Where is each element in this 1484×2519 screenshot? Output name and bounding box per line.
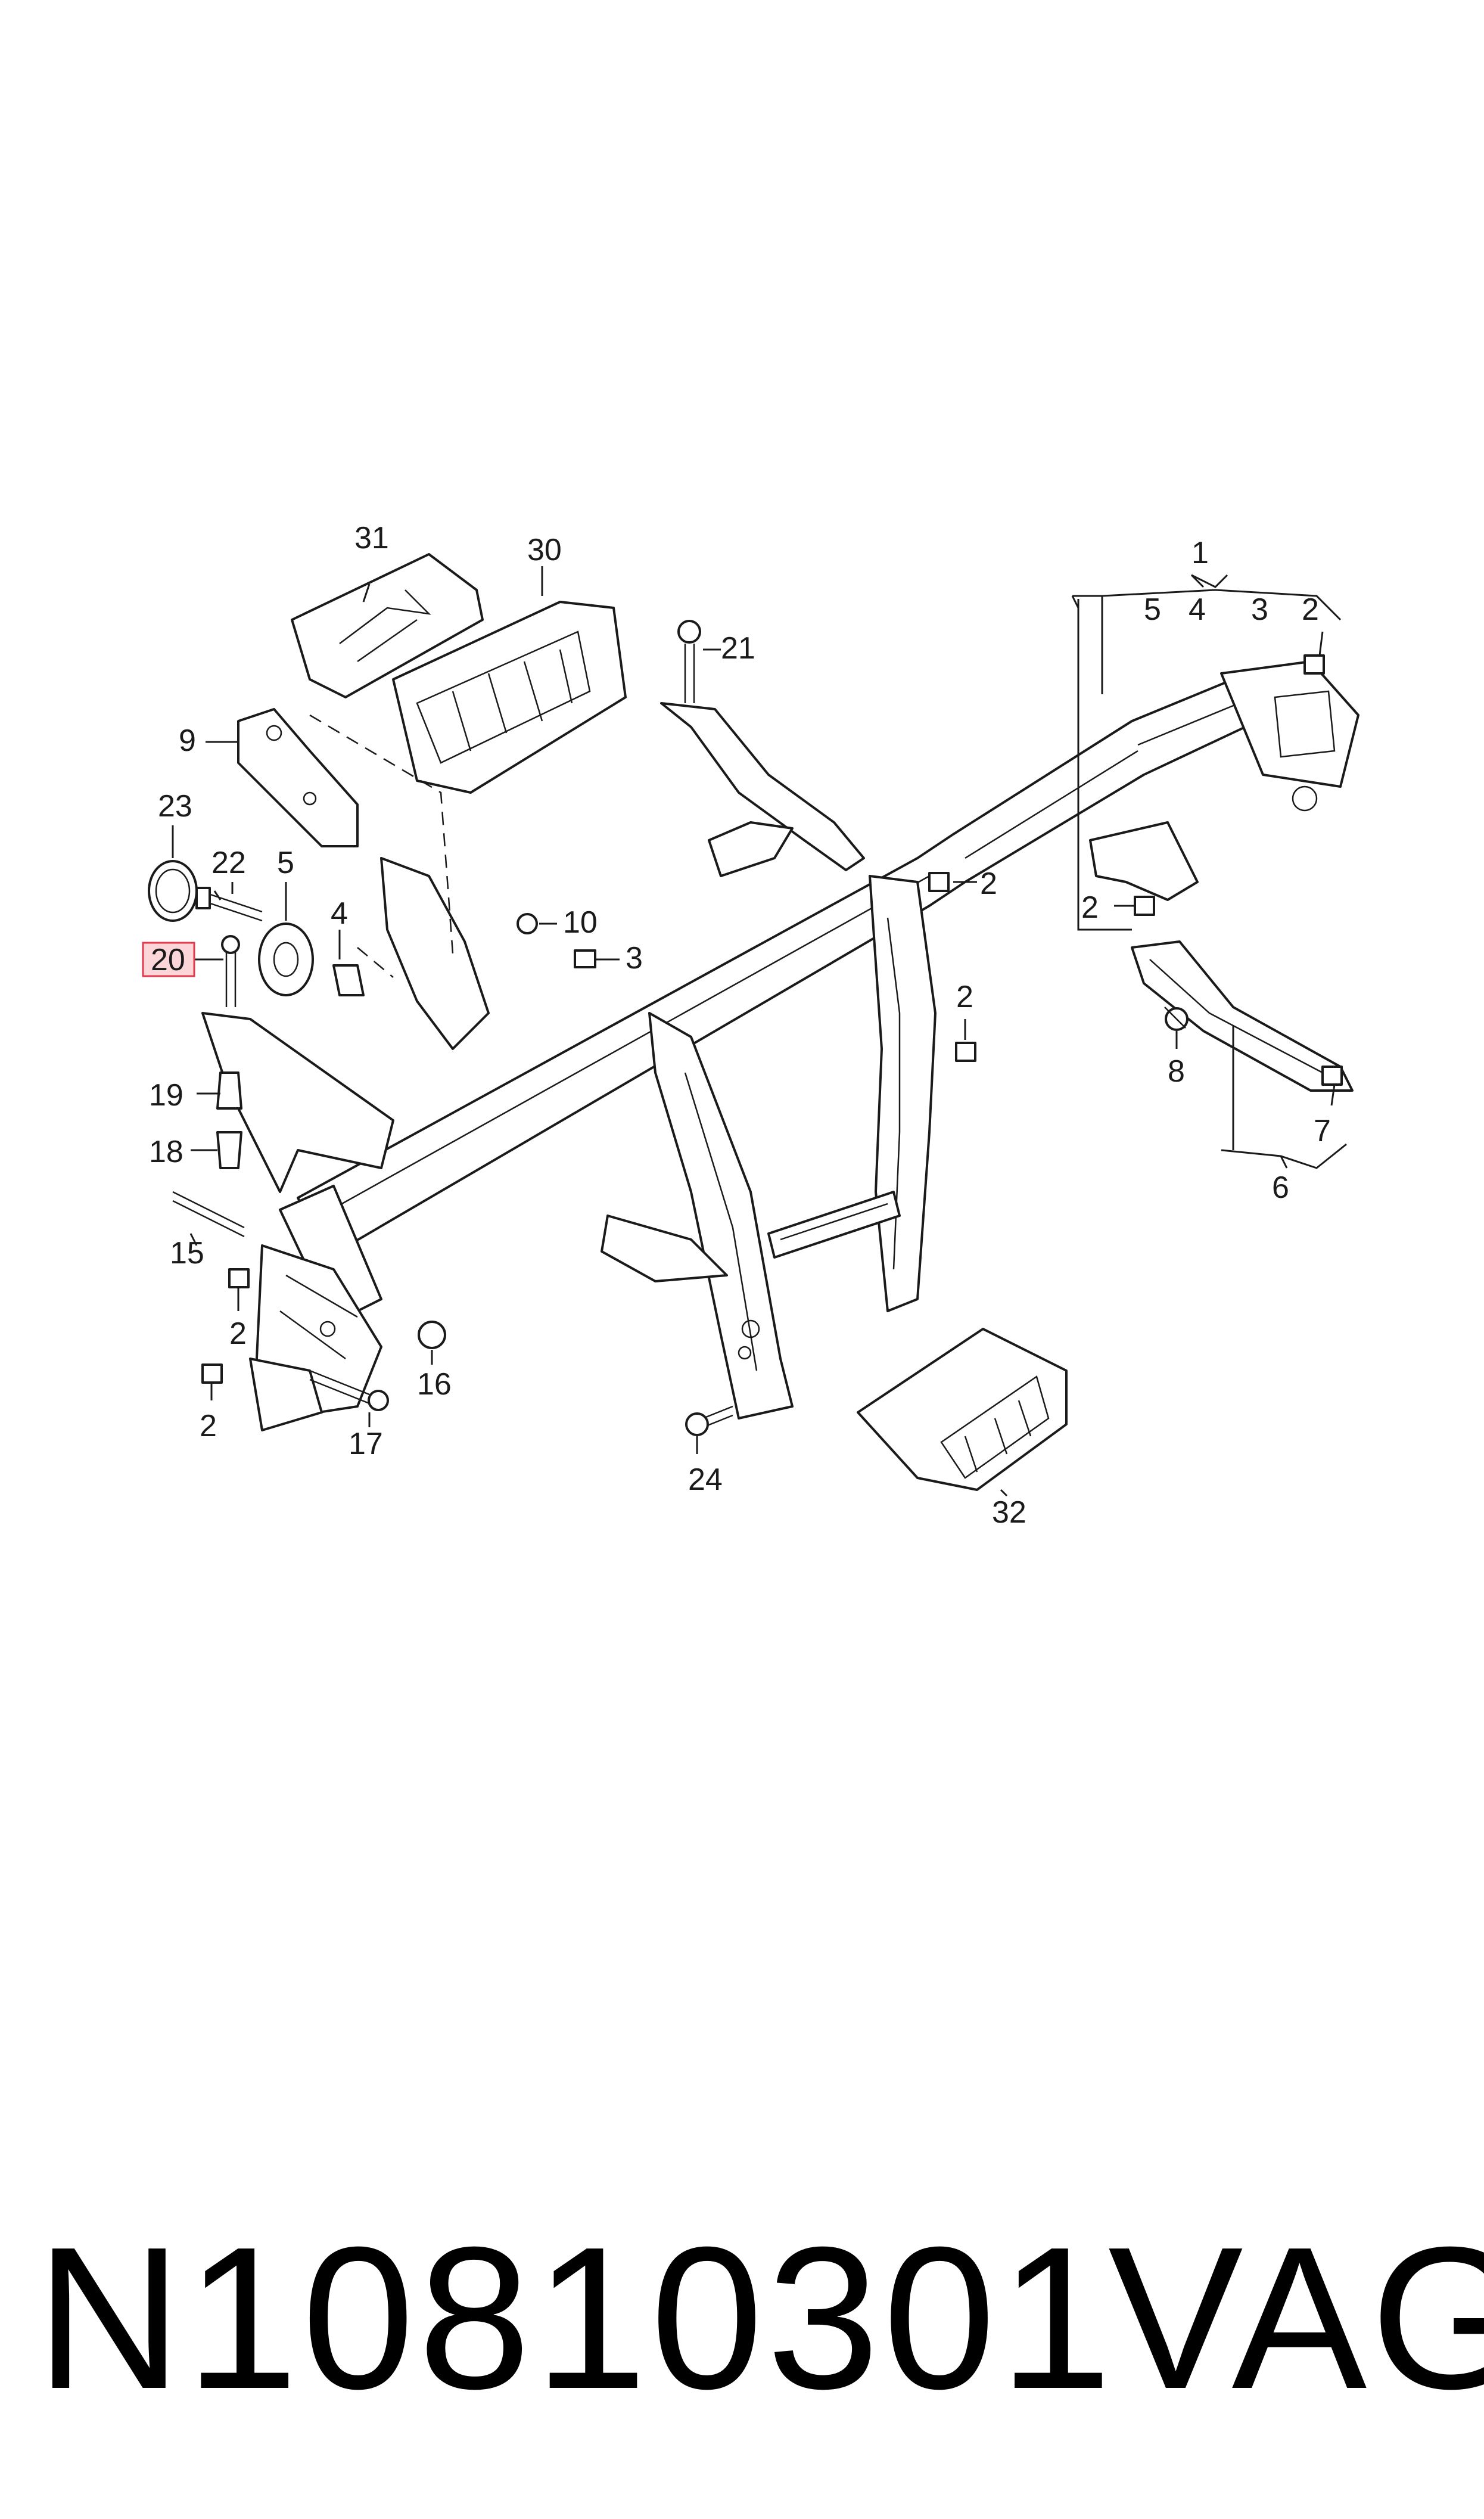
- fasteners: [148, 620, 1343, 1436]
- callout-5[interactable]: 5: [1144, 592, 1161, 627]
- callout-10[interactable]: 10: [563, 905, 598, 940]
- callout-17[interactable]: 17: [349, 1427, 383, 1461]
- callout-23[interactable]: 23: [158, 789, 192, 824]
- callout-4[interactable]: 4: [1189, 592, 1206, 627]
- callout-6[interactable]: 6: [1272, 1170, 1289, 1205]
- highlight-box: [142, 942, 195, 977]
- air-duct-32: [857, 1328, 1068, 1491]
- callout-19[interactable]: 19: [149, 1078, 183, 1113]
- callout-2[interactable]: 2: [980, 866, 997, 901]
- callout-2[interactable]: 2: [956, 980, 973, 1014]
- callout-3[interactable]: 3: [626, 941, 643, 976]
- right-frame: [767, 875, 937, 1312]
- callout-31[interactable]: 31: [354, 521, 389, 555]
- air-duct-30: [392, 601, 627, 794]
- callout-2[interactable]: 2: [200, 1409, 217, 1443]
- callout-20[interactable]: 20: [151, 943, 185, 977]
- callout-21[interactable]: 21: [721, 631, 755, 666]
- callout-30[interactable]: 30: [527, 533, 562, 567]
- callout-2[interactable]: 2: [1081, 890, 1099, 925]
- brand-label: VAG: [1108, 2205, 1484, 2431]
- alignment-lines: [309, 714, 454, 978]
- callout-8[interactable]: 8: [1168, 1054, 1185, 1089]
- callout-labels: 1 2 2 2 2 2 2 3 3 4 4 5 5 6 7 8 9 10 15 …: [149, 521, 1331, 1530]
- callout-9[interactable]: 9: [179, 723, 196, 758]
- callout-7[interactable]: 7: [1314, 1114, 1331, 1148]
- left-bracket: [201, 857, 490, 1431]
- callout-32[interactable]: 32: [992, 1495, 1026, 1530]
- upper-brace: [660, 702, 865, 877]
- callout-1[interactable]: 1: [1191, 536, 1209, 570]
- cover-31: [291, 553, 484, 698]
- right-side-bracket: [1089, 821, 1354, 1092]
- callout-4[interactable]: 4: [331, 896, 348, 931]
- callout-3[interactable]: 3: [1251, 592, 1268, 627]
- cross-car-beam: [279, 660, 1359, 1324]
- callout-5[interactable]: 5: [277, 846, 294, 880]
- callout-16[interactable]: 16: [417, 1367, 452, 1402]
- callout-15[interactable]: 15: [170, 1236, 204, 1271]
- callout-24[interactable]: 24: [688, 1462, 723, 1497]
- bracket-9: [237, 708, 359, 847]
- callout-2[interactable]: 2: [229, 1316, 247, 1351]
- center-support: [601, 1012, 794, 1420]
- part-number: N10810301: [36, 2205, 1116, 2431]
- callout-2[interactable]: 2: [1302, 592, 1319, 627]
- callout-18[interactable]: 18: [149, 1135, 183, 1169]
- callout-22[interactable]: 22: [211, 846, 246, 880]
- leader-lines: [172, 566, 1347, 1497]
